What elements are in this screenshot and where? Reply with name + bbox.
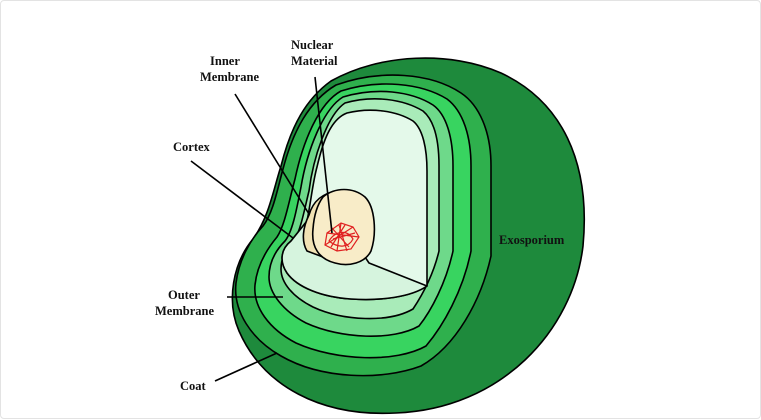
label-exosporium: Exosporium [499,233,565,247]
coat-leader [214,352,278,382]
label-cortex: Cortex [173,140,211,154]
inner-membrane-leader [234,93,310,215]
nuclear-material-leader [314,76,333,234]
label-outer-membrane-line1: Outer [168,288,200,302]
nuclear-material [324,222,360,252]
label-inner-membrane-line2: Membrane [200,70,259,84]
label-inner-membrane-line1: Inner [210,54,240,68]
label-nuclear-material-line1: Nuclear [291,38,334,52]
label-outer-membrane-line2: Membrane [155,304,214,318]
label-nuclear-material-line2: Material [291,54,338,68]
cortex-leader [190,160,294,239]
label-coat: Coat [180,379,207,393]
